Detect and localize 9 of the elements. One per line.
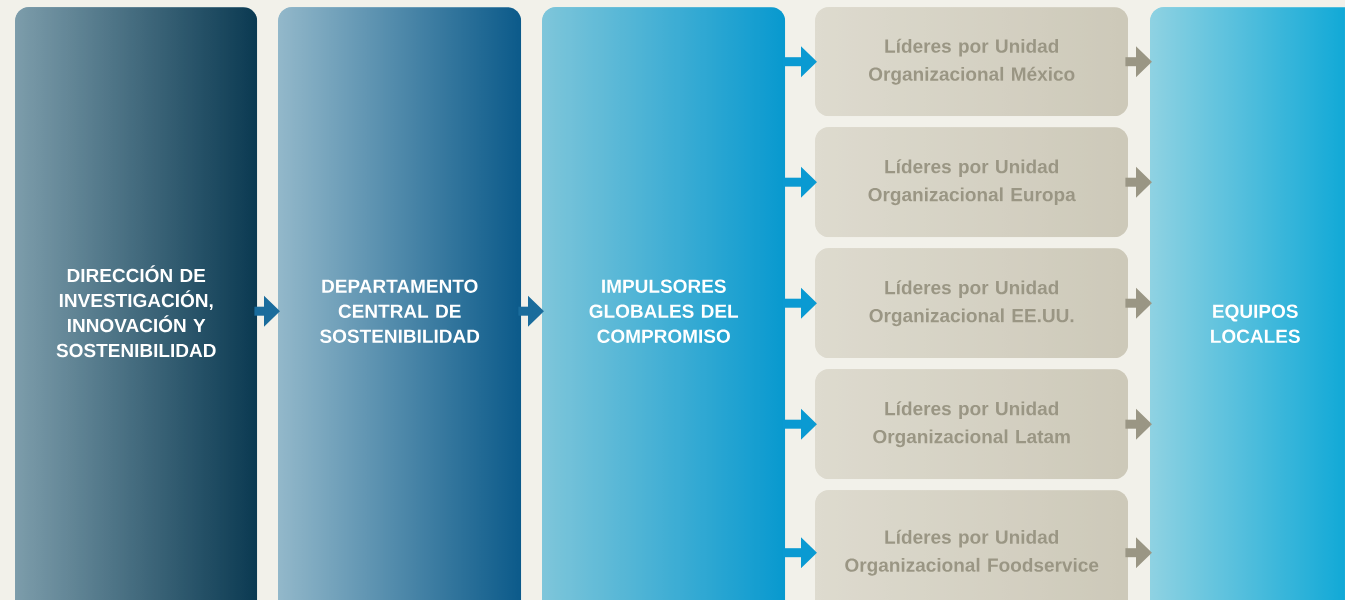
stage-column: DIRECCIÓN DE INVESTIGACIÓN, INNOVACIÓN Y SOSTENIBILIDAD [15,7,258,600]
unit-box: Líderes por Unidad Organizacional Europa [815,127,1129,238]
unit-box: Líderes por Unidad Organizacional México [815,7,1129,117]
stage-column: DEPARTAMENTO CENTRAL DE SOSTENIBILIDAD [278,7,522,600]
unit-box: Líderes por Unidad Organizacional Foodservice [815,490,1129,600]
stage-column: IMPULSORES GLOBALES DEL COMPROMISO [542,7,786,600]
unit-box: Líderes por Unidad Organizacional EE.UU. [815,248,1129,359]
unit-box: Líderes por Unidad Organizacional Latam [815,369,1129,480]
stage-column: EQUIPOS LOCALES [1150,7,1345,600]
